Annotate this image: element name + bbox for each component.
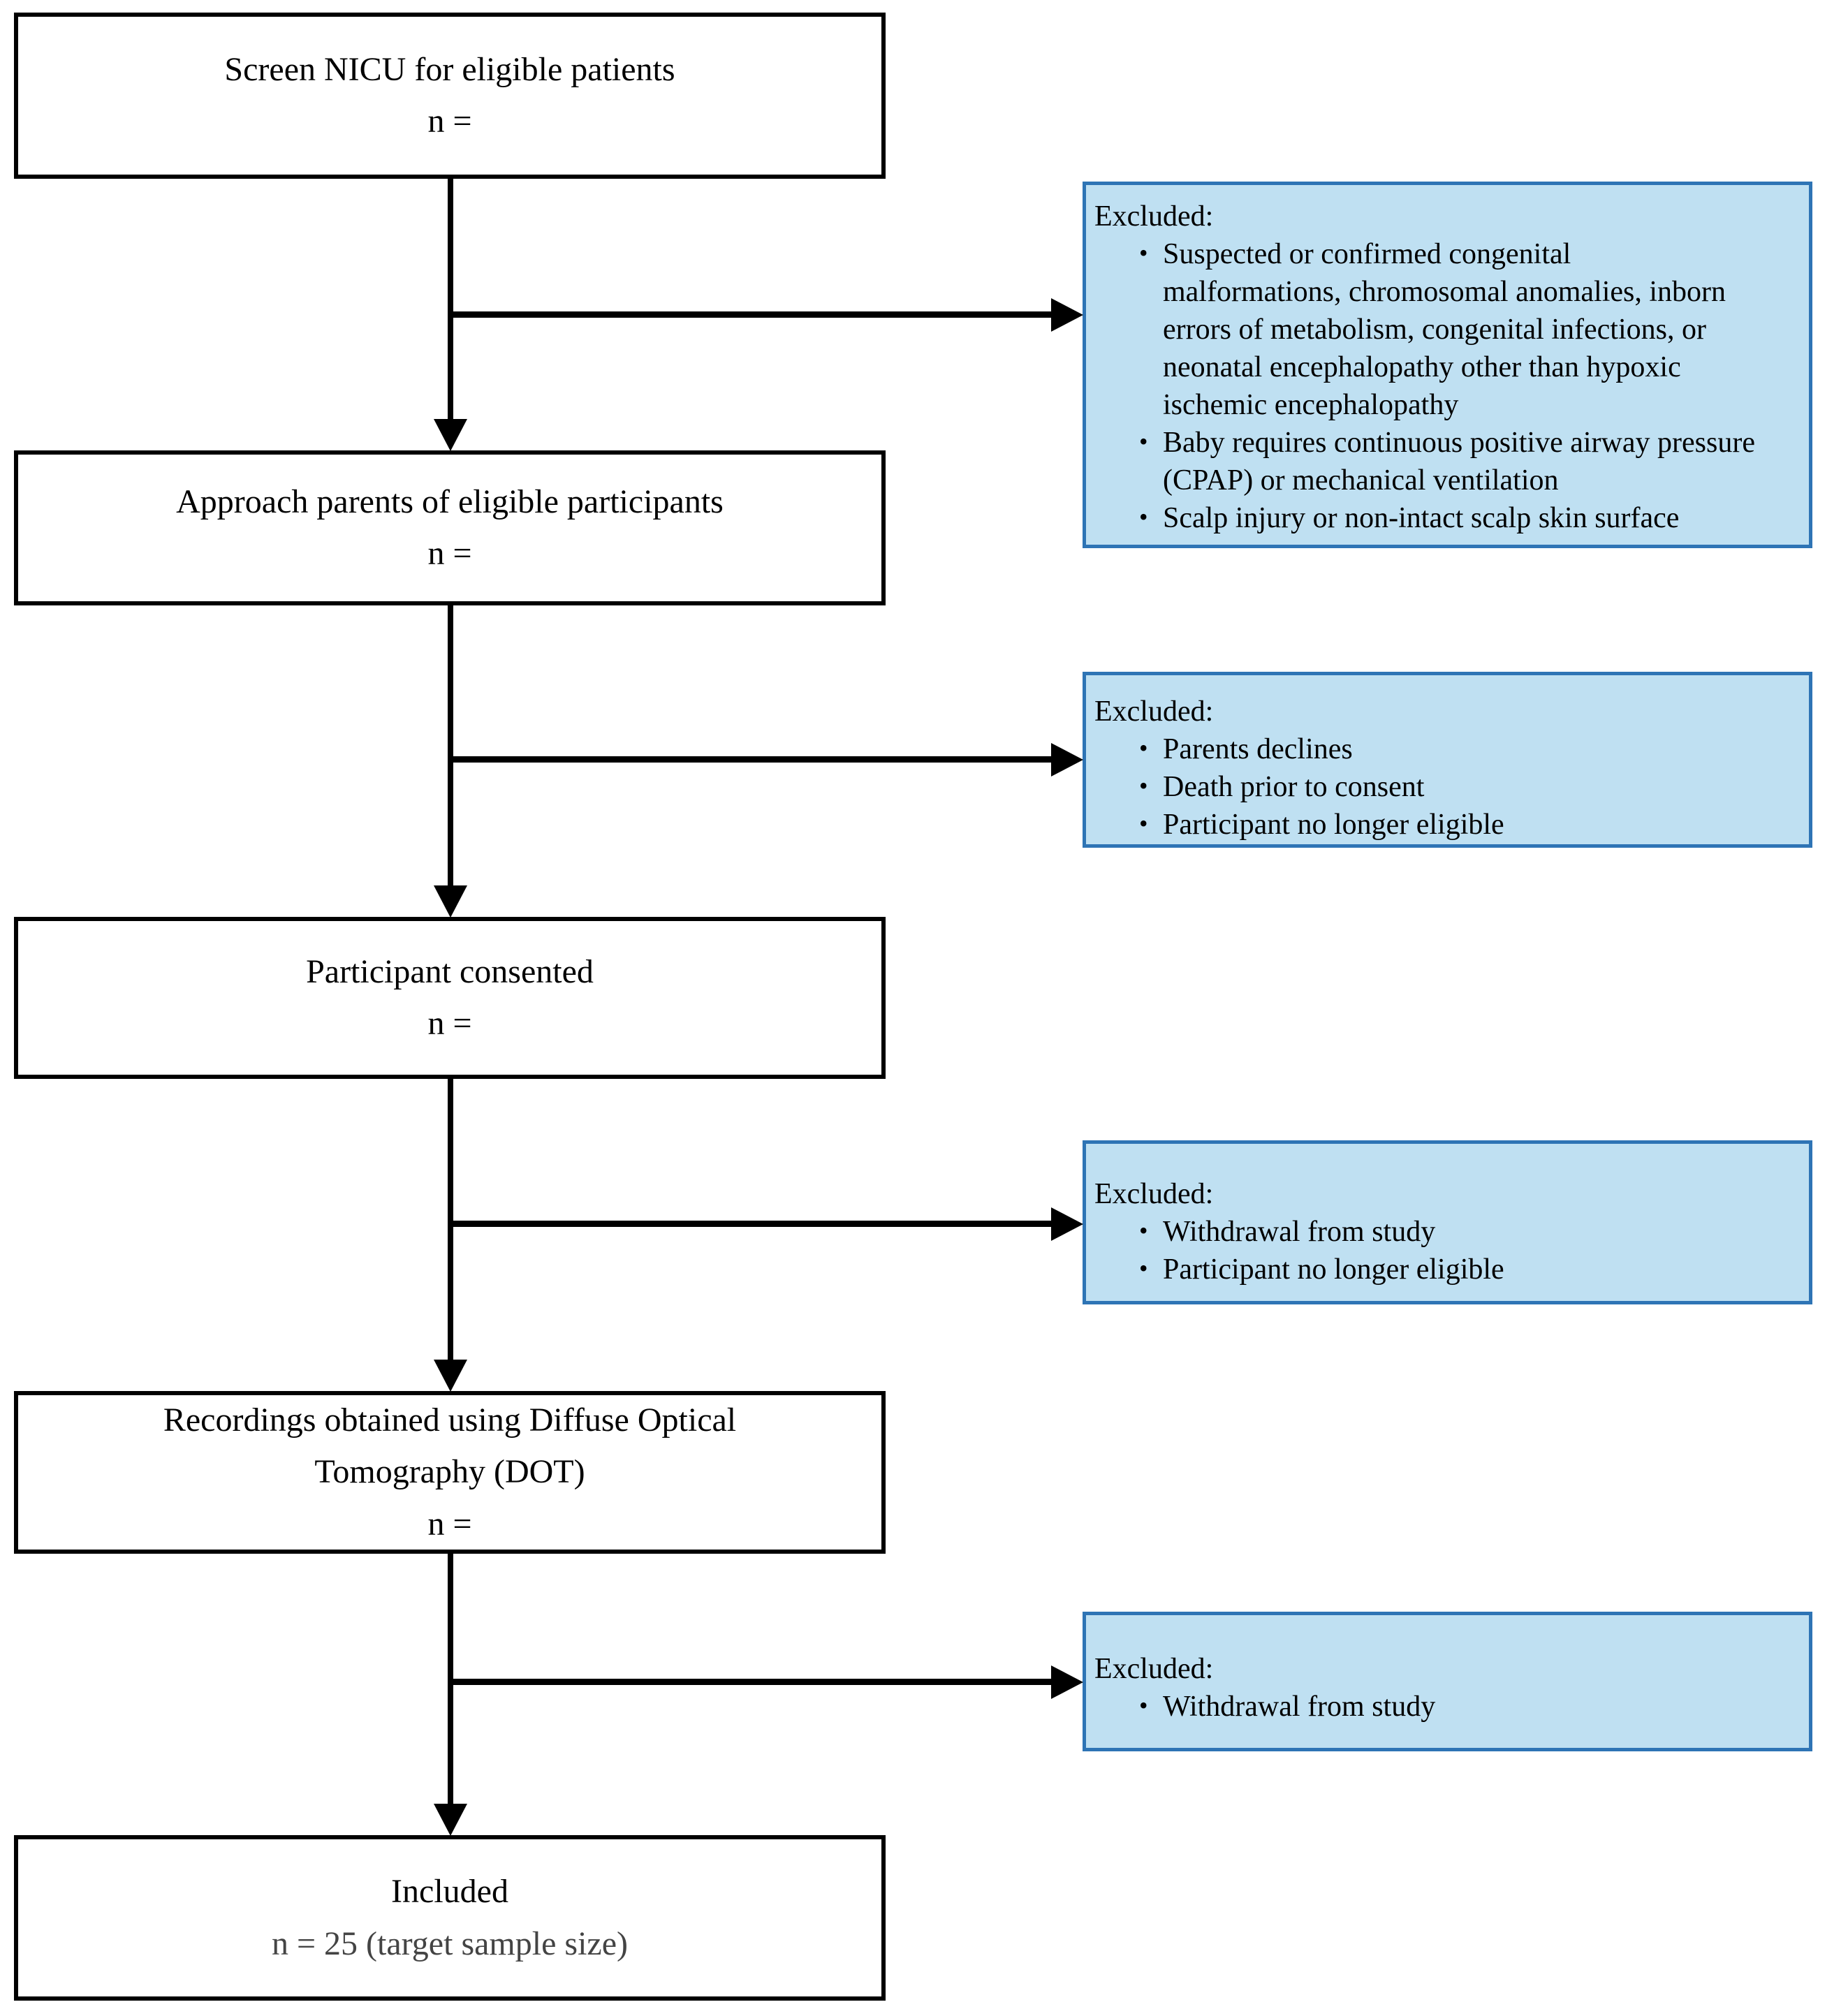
exclusion-box-recording: Excluded: Withdrawal from study Particip… [1083,1140,1812,1304]
down-arrowhead-icon [434,885,467,918]
step-n-value: n = [427,1505,472,1543]
branch-connector-line [450,311,1053,318]
step-n-value: n = [427,1005,472,1042]
exclusion-item: Suspected or confirmed congenital malfor… [1135,234,1757,424]
exclusion-item: Parents declines [1135,729,1757,768]
down-arrowhead-icon [434,419,467,451]
down-arrowhead-icon [434,1804,467,1836]
down-arrowhead-icon [434,1360,467,1392]
down-connector-line [448,179,453,420]
exclusion-list: Parents declines Death prior to consent … [1086,729,1809,844]
branch-connector-line [450,1221,1053,1227]
branch-connector-line [450,756,1053,763]
exclusion-box-consent: Excluded: Parents declines Death prior t… [1083,672,1812,848]
flow-step-dot-recordings: Recordings obtained using Diffuse Optica… [14,1391,886,1554]
step-title: Participant consented [306,952,594,990]
step-n-value: n = [427,103,472,140]
step-title: Included [391,1873,508,1911]
flow-step-approach-parents: Approach parents of eligible participant… [14,450,886,605]
step-n-value: n = [427,535,472,572]
step-title: Recordings obtained using Diffuse Optica… [163,1401,737,1491]
exclusion-list: Withdrawal from study Participant no lon… [1086,1212,1809,1288]
flow-step-screen-nicu: Screen NICU for eligible patients n = [14,13,886,179]
right-arrowhead-icon [1051,1207,1083,1241]
exclusion-box-screening: Excluded: Suspected or confirmed congeni… [1083,182,1812,548]
exclusion-item: Participant no longer eligible [1135,804,1757,844]
exclusion-item: Withdrawal from study [1135,1212,1757,1251]
down-connector-line [448,1079,453,1360]
exclusion-item: Withdrawal from study [1135,1686,1757,1726]
exclusion-box-final: Excluded: Withdrawal from study [1083,1612,1812,1751]
exclusion-item: Baby requires continuous positive airway… [1135,422,1757,499]
exclusion-item: Scalp injury or non-intact scalp skin su… [1135,498,1757,537]
exclusion-item: Participant no longer eligible [1135,1249,1757,1288]
branch-connector-line [450,1679,1053,1685]
exclusion-heading: Excluded: [1094,200,1214,233]
exclusion-list: Withdrawal from study [1086,1686,1809,1726]
step-title: Screen NICU for eligible patients [224,50,675,88]
exclusion-list: Suspected or confirmed congenital malfor… [1086,234,1809,537]
exclusion-heading: Excluded: [1094,696,1214,728]
exclusion-item: Death prior to consent [1135,767,1757,806]
right-arrowhead-icon [1051,1665,1083,1699]
flow-step-included: Included n = 25 (target sample size) [14,1835,886,2001]
flow-step-participant-consented: Participant consented n = [14,917,886,1079]
step-n-value: n = 25 (target sample size) [271,1925,629,1962]
right-arrowhead-icon [1051,298,1083,332]
exclusion-heading: Excluded: [1094,1653,1214,1685]
step-title: Approach parents of eligible participant… [176,483,724,520]
exclusion-heading: Excluded: [1094,1178,1214,1210]
right-arrowhead-icon [1051,743,1083,777]
down-connector-line [448,605,453,886]
